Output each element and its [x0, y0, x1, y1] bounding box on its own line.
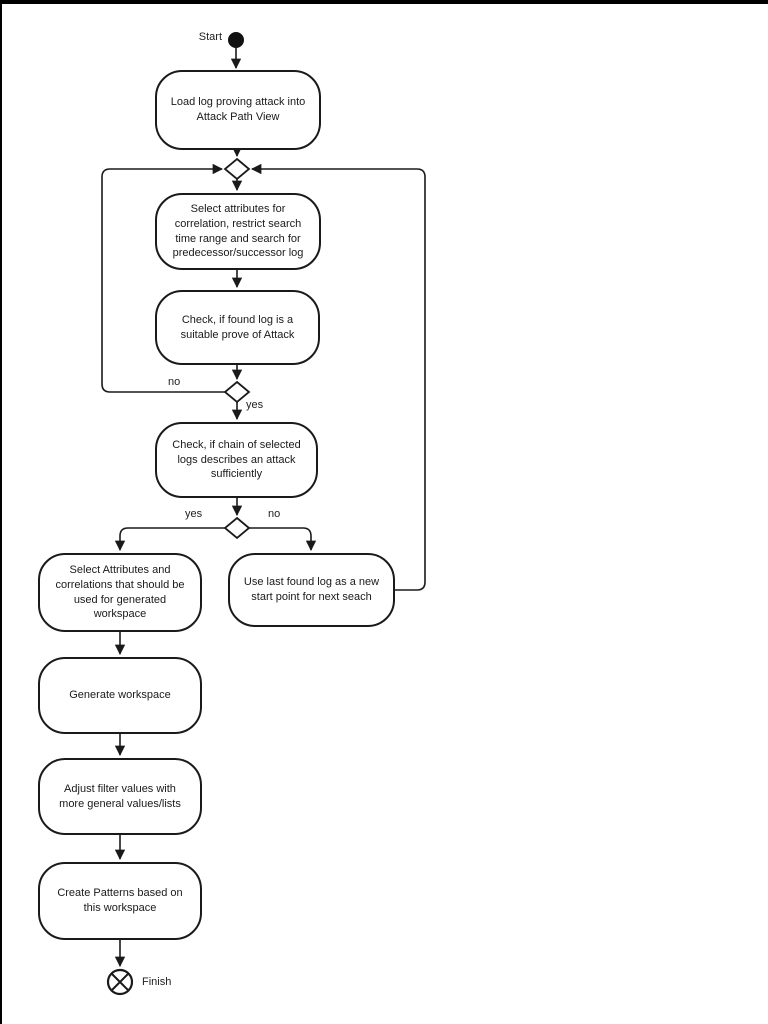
branch-label-suitable-yes: yes: [246, 399, 264, 411]
node-load-log: Load log proving attack into Attack Path…: [155, 70, 321, 150]
start-label: Start: [198, 31, 222, 43]
page-left-edge-line: [0, 0, 2, 1024]
finish-node-icon: [106, 968, 134, 996]
edge-decision1-no-loop: [101, 163, 226, 393]
edge-decision2-no: [248, 527, 317, 552]
decision-diamond-sufficient: [223, 516, 251, 540]
branch-label-sufficient-yes: yes: [185, 508, 203, 520]
node-adjust-filter-values: Adjust filter values with more general v…: [38, 758, 202, 835]
node-generate-workspace: Generate workspace: [38, 657, 202, 734]
decision-diamond-suitable: [223, 380, 251, 404]
node-check-chain: Check, if chain of selected logs describ…: [155, 422, 318, 498]
branch-label-suitable-no: no: [168, 376, 181, 388]
finish-label: Finish: [142, 976, 172, 988]
edge-uselast-loop: [250, 163, 426, 591]
node-select-correlations: Select Attributes and correlations that …: [38, 553, 202, 632]
edge-decision2-yes: [114, 527, 226, 552]
start-node-icon: [228, 32, 244, 48]
node-select-attributes: Select attributes for correlation, restr…: [155, 193, 321, 270]
merge-diamond: [223, 157, 251, 181]
page-top-edge-line: [0, 0, 768, 4]
node-use-last-log: Use last found log as a new start point …: [228, 553, 395, 627]
node-create-patterns: Create Patterns based on this workspace: [38, 862, 202, 940]
branch-label-sufficient-no: no: [268, 508, 281, 520]
node-check-found-log: Check, if found log is a suitable prove …: [155, 290, 320, 365]
